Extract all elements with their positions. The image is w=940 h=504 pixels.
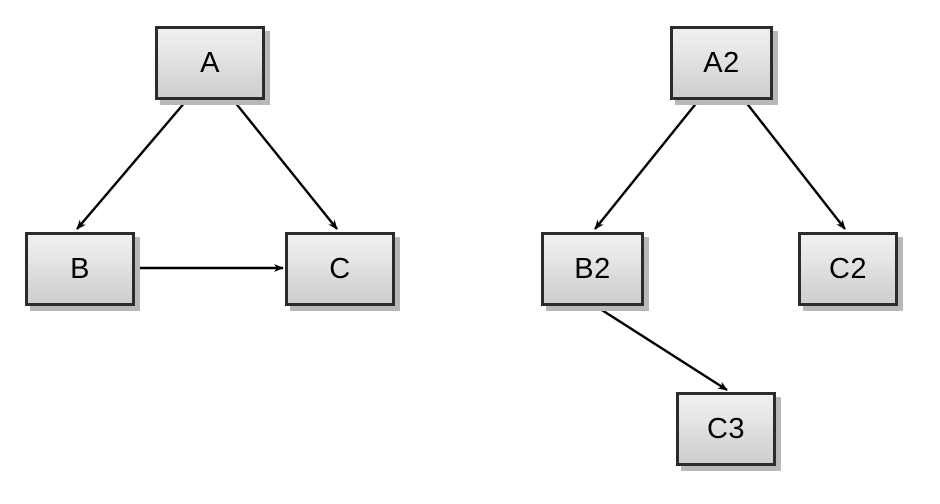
node-b[interactable]: B (25, 232, 135, 306)
node-label-b: B (70, 252, 90, 285)
edges-group (76, 100, 846, 392)
edge-a-to-c (233, 100, 338, 230)
node-a[interactable]: A (155, 26, 265, 100)
edge-a2-to-b2 (594, 100, 699, 230)
node-a2[interactable]: A2 (670, 26, 773, 100)
edge-a2-to-c2 (744, 100, 846, 230)
node-label-c: C (329, 252, 351, 285)
node-label-a: A (200, 46, 220, 79)
node-b2[interactable]: B2 (541, 232, 644, 306)
edge-b2-to-c3 (593, 303, 728, 392)
node-label-a2: A2 (703, 46, 740, 79)
node-label-c2: C2 (828, 252, 868, 285)
node-label-c3: C3 (706, 412, 746, 445)
node-c3[interactable]: C3 (676, 392, 776, 466)
edge-a-to-b (76, 100, 187, 230)
node-c2[interactable]: C2 (798, 232, 898, 306)
node-label-b2: B2 (574, 252, 611, 285)
node-c[interactable]: C (285, 232, 395, 306)
